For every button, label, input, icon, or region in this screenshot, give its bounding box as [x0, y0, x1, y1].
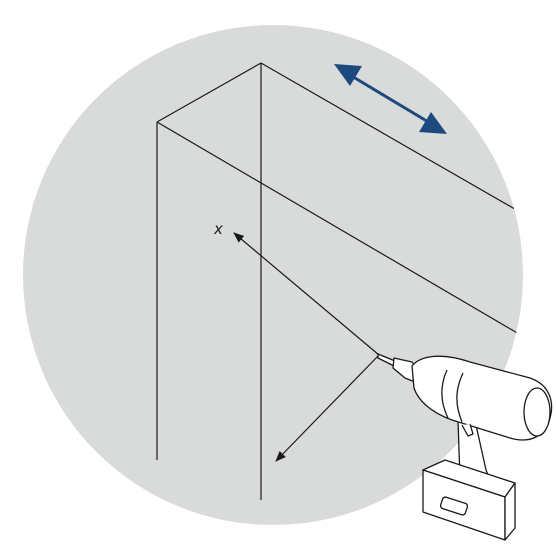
- measurement-mark-label: x: [213, 220, 223, 238]
- cabinet-outline: [156, 62, 523, 500]
- measurement-guides: [233, 232, 380, 462]
- background-circle: [23, 25, 523, 525]
- drill-trigger: [461, 423, 474, 437]
- drill-icon: [377, 353, 553, 541]
- double-arrow-icon: [334, 64, 447, 134]
- guide-arrow-to-mark: [233, 232, 380, 356]
- drill-battery-side: [504, 482, 516, 541]
- drill-body-seam: [456, 372, 464, 423]
- drill-body-seam: [441, 369, 449, 419]
- drill-rear-cap: [523, 387, 551, 437]
- cabinet-top-front-edge: [156, 62, 262, 123]
- cabinet-top-back-edge: [260, 62, 523, 236]
- cabinet-top-side-edge: [156, 121, 523, 359]
- drill-battery-button: [439, 496, 469, 516]
- guide-arrow-to-bottom: [275, 354, 380, 462]
